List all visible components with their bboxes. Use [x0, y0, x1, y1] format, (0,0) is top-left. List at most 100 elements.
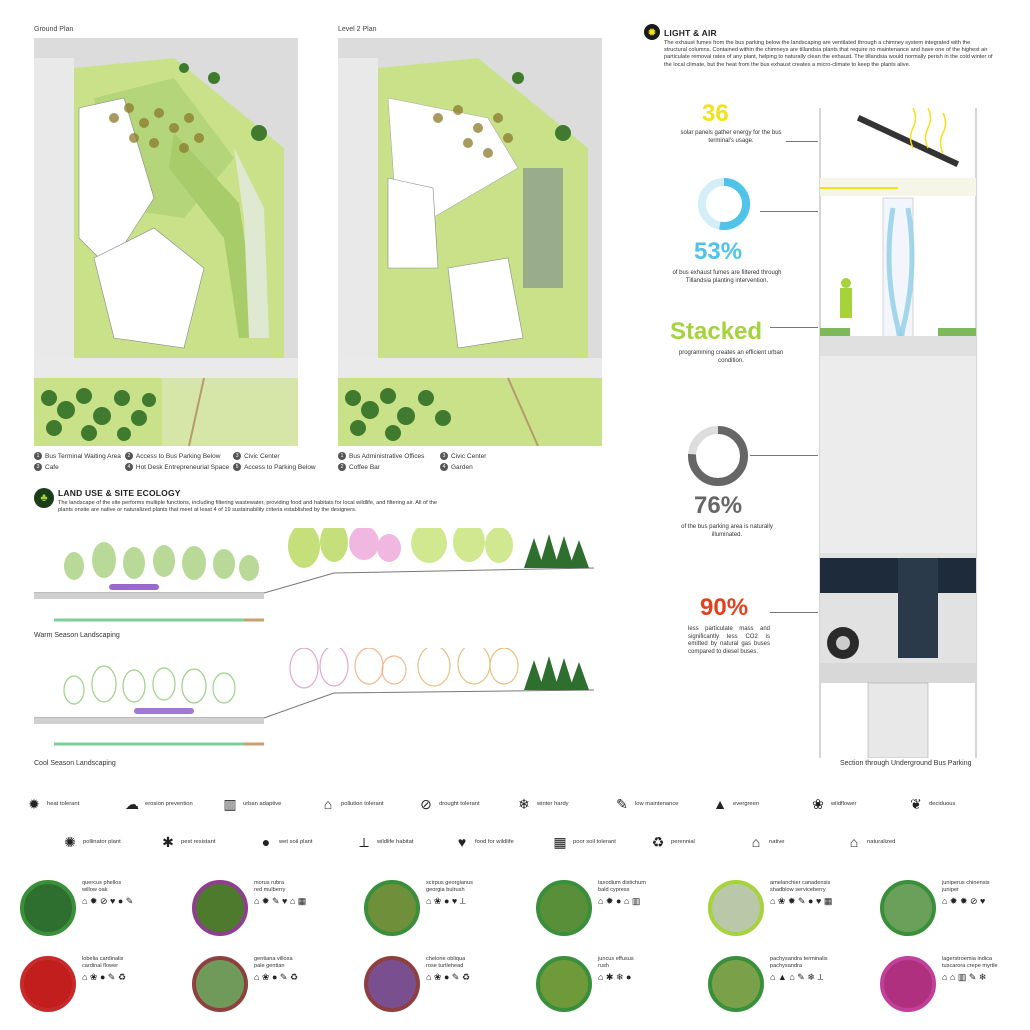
land-use-text: The landscape of the site performs multi…	[58, 500, 438, 514]
criteria-label: native	[769, 839, 785, 845]
legend-number: 3	[34, 463, 42, 471]
oak-leaf-icon: ❦	[910, 795, 922, 812]
plant-common-name: rush	[598, 962, 609, 969]
plant-photo	[536, 880, 592, 936]
criteria-item: ⌂pollution tolerant	[320, 796, 384, 812]
plant-common-name: red mulberry	[254, 886, 286, 893]
stat-solar-value: 36	[702, 100, 729, 127]
criteria-item: ♥ food for wildlife	[454, 834, 514, 850]
criteria-label: poor soil tolerant	[573, 839, 616, 845]
bee-icon: ✺	[64, 833, 76, 850]
plant-common-name: rose turtlehead	[426, 962, 464, 969]
plant-criteria-icons: ⌂ ❀ ● ♥ ⟂	[426, 896, 466, 907]
warm-season-label: Warm Season Landscaping	[34, 632, 120, 639]
legend-label: Civic Center	[244, 452, 280, 460]
stat-exhaust-caption: of bus exhaust fumes are filtered throug…	[672, 270, 782, 284]
cool-season-section	[34, 643, 595, 748]
plant-common-name: pachysandra	[770, 962, 803, 969]
criteria-label: perennial	[671, 839, 695, 845]
criteria-label: food for wildlife	[475, 839, 514, 845]
plant-photo	[192, 880, 248, 936]
plant-scientific-name: scirpus georgianus	[426, 880, 473, 886]
plant-photo	[192, 956, 248, 1012]
plant-criteria-icons: ⌂ ▲ ⌂ ✎ ❄ ⟂	[770, 972, 824, 983]
plant-criteria-icons: ⌂ ❀ ✹ ✎ ● ♥ ▦	[770, 896, 833, 907]
berry-icon: ♥	[457, 834, 467, 850]
criteria-item: ❦ deciduous	[908, 796, 955, 812]
plant-common-name: cardinal flower	[82, 962, 119, 969]
criteria-item: ❀ wildflower	[810, 796, 856, 812]
stat-exhaust-ring	[698, 178, 750, 230]
criteria-item: ▲evergreen	[712, 796, 759, 812]
criteria-label: erosion prevention	[145, 801, 193, 807]
legend-label: Access to Parking Below	[244, 463, 316, 471]
criteria-label: wet soil plant	[279, 839, 313, 845]
section-label: Section through Underground Bus Parking	[840, 760, 972, 767]
legend-number: 2	[124, 452, 133, 460]
plant-common-name: pale gentian	[254, 962, 285, 969]
plant-criteria-icons: ⌂ ❀ ● ✎ ♻	[426, 972, 471, 983]
criteria-label: naturalized	[867, 839, 896, 845]
stat-exhaust-value: 53%	[694, 238, 743, 265]
callout-line-emission	[770, 612, 818, 613]
plant-criteria-icons: ⌂ ✱ ❄ ●	[598, 972, 632, 983]
callout-line-illumination	[750, 455, 818, 456]
legend-number: 3	[233, 452, 242, 460]
criteria-item: ♻perennial	[650, 834, 695, 850]
criteria-label: pest resistant	[181, 839, 216, 845]
cool-season-label: Cool Season Landscaping	[34, 760, 116, 767]
criteria-item: ✺pollinator plant	[62, 834, 121, 850]
criteria-item: ▥urban adaptive	[222, 796, 281, 812]
buildings-icon: ▥	[223, 795, 237, 812]
criteria-label: winter hardy	[537, 801, 569, 807]
tulip-icon: ❀	[812, 795, 824, 812]
criteria-item: ☁ erosion prevention	[124, 796, 193, 812]
criteria-item: ❄winter hardy	[516, 796, 569, 812]
cloud-rain-icon: ☁	[125, 795, 139, 812]
plant-common-name: willow oak	[82, 886, 108, 893]
evergreen-icon: ▲	[713, 796, 727, 812]
legend-number: 3	[440, 452, 448, 460]
plant-common-name: juniper	[942, 886, 959, 893]
criteria-label: deciduous	[929, 801, 956, 807]
stat-emission-value: 90%	[700, 594, 749, 621]
sun-icon: ✹	[644, 24, 660, 40]
plant-scientific-name: amelanchier canadensis	[770, 880, 831, 886]
ground-plan-title: Ground Plan	[34, 26, 74, 33]
criteria-item: ✹heat tolerant	[26, 796, 79, 812]
stat-stacked-caption: programming creates an efficient urban c…	[678, 350, 784, 364]
legend-label: Cafe	[45, 463, 59, 471]
land-use-title: LAND USE & SITE ECOLOGY	[58, 488, 181, 498]
plant-photo	[536, 956, 592, 1012]
level2-plan-title: Level 2 Plan	[338, 26, 377, 33]
criteria-label: pollution tolerant	[341, 801, 384, 807]
plant-criteria-icons: ⌂ ✹ ✹ ⊘ ♥	[942, 896, 986, 907]
criteria-item: ✎low maintenance	[614, 796, 678, 812]
criteria-label: heat tolerant	[47, 801, 80, 807]
legend-label: Bus Terminal Waiting Area	[45, 452, 121, 460]
criteria-label: drought tolerant	[439, 801, 480, 807]
drops-icon: ●	[261, 834, 271, 850]
plant-photo	[20, 880, 76, 936]
plant-photo	[708, 880, 764, 936]
warm-season-section	[34, 522, 595, 628]
criteria-label: wildflower	[831, 801, 857, 807]
stat-solar-caption: solar panels gather energy for the bus t…	[680, 130, 782, 144]
legend-label: Civic Center	[451, 452, 487, 460]
legend-number: 4	[440, 463, 448, 471]
level2-plan-drawing	[338, 38, 602, 446]
house-icon: ⌂	[751, 834, 761, 850]
legend-label: Access to Bus Parking Below	[135, 452, 221, 460]
